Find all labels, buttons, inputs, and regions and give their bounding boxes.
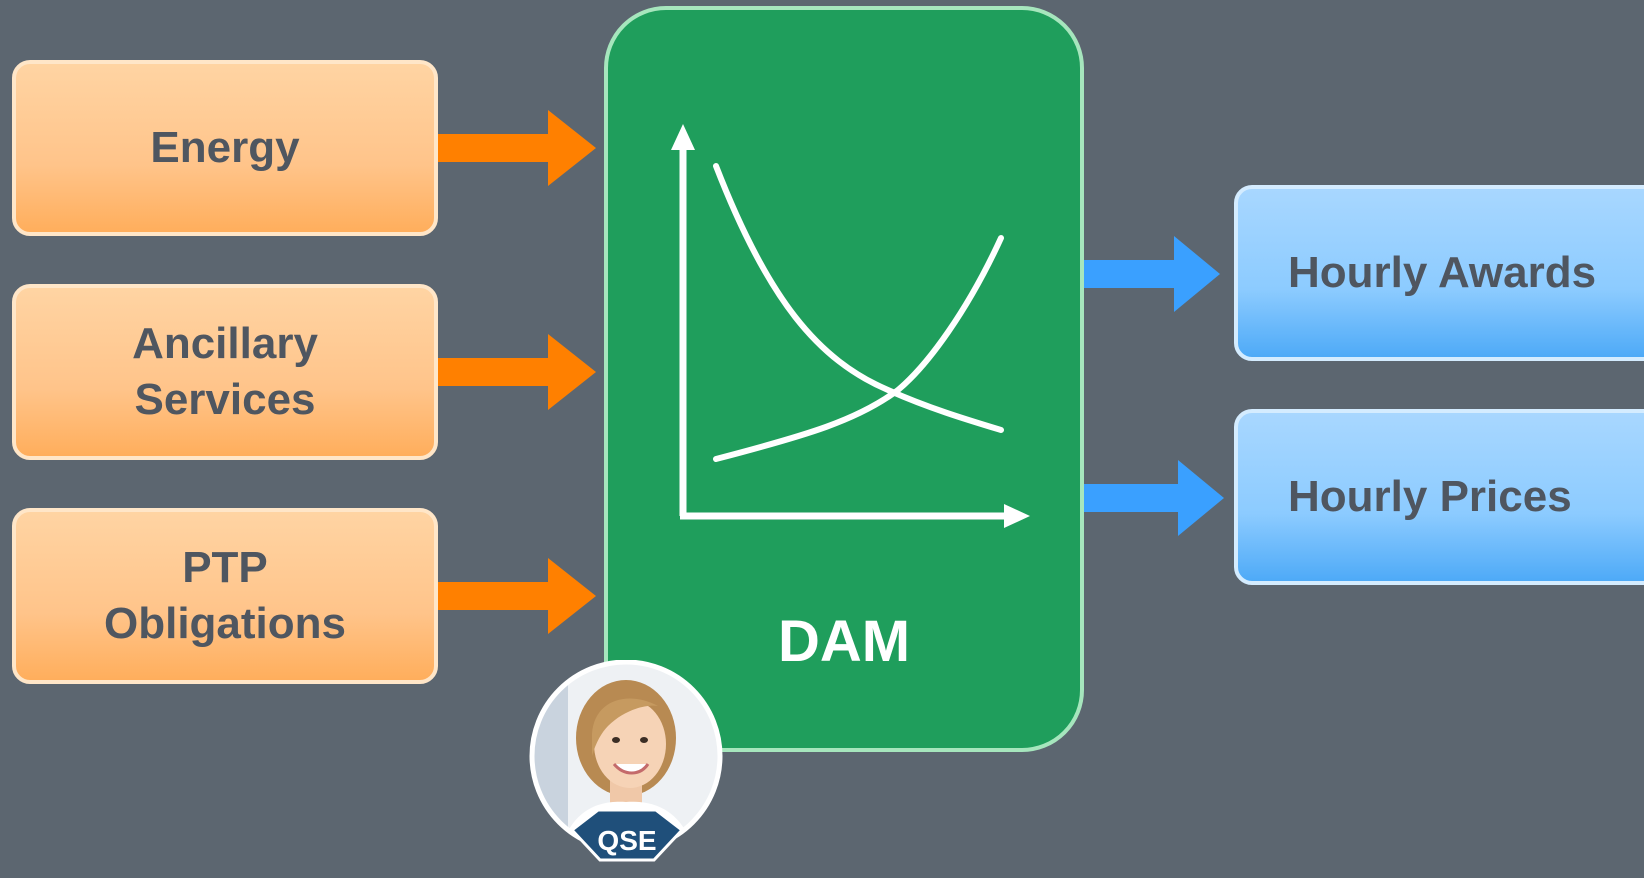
dam-label: DAM <box>777 609 911 674</box>
input-energy: Energy <box>12 60 438 236</box>
qse-participant-badge: QSE <box>528 659 728 873</box>
output-hourly-prices: Hourly Prices <box>1234 409 1644 585</box>
arrow-ptp-to-dam <box>438 558 596 634</box>
output-hourly-awards: Hourly Awards <box>1234 185 1644 361</box>
arrow-energy-to-dam <box>438 110 596 186</box>
input-ancillary-services: Ancillary Services <box>12 284 438 460</box>
arrow-ancillary-to-dam <box>438 334 596 410</box>
participant-avatar: QSE <box>529 659 723 862</box>
arrow-dam-to-prices <box>1084 460 1224 536</box>
input-ptp-obligations: PTP Obligations <box>12 508 438 684</box>
dam-box: DAM <box>604 6 1084 752</box>
arrow-dam-to-awards <box>1084 236 1220 312</box>
supply-demand-curve-icon <box>671 124 1030 528</box>
qse-badge-label: QSE <box>597 825 656 856</box>
